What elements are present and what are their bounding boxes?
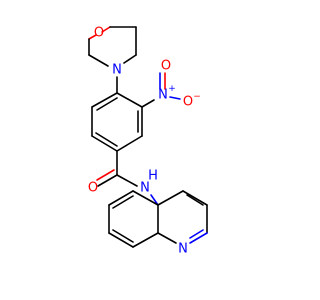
benzene-ring — [91, 92, 143, 152]
morpholine-oxygen-label: O — [94, 26, 104, 41]
quinoline-rings — [108, 190, 208, 248]
bond-q3 — [108, 232, 134, 248]
bond-o-c3 — [88, 34, 97, 40]
nitro-group — [141, 72, 181, 108]
bond-q8-inner — [186, 194, 204, 206]
bond-carbonyl-o — [97, 174, 118, 187]
bond-q5-inner — [112, 195, 134, 209]
bond-q5 — [108, 190, 134, 206]
bond-aryl-nitro — [141, 99, 155, 108]
nitro-oxygen-label-right: O — [183, 95, 193, 110]
bond-b6-b1 — [91, 92, 118, 108]
morpholine-ring — [88, 26, 137, 67]
bond-b1-b2 — [116, 92, 143, 108]
nitro-plus-charge: + — [168, 84, 176, 94]
nitro-nitrogen-label: N — [158, 88, 168, 103]
amide-oxygen-label: O — [88, 181, 98, 196]
molecule-canvas: O N N + O O − O N H N — [88, 26, 208, 257]
nitro-oxygen-label-top: O — [161, 59, 171, 74]
bond-nitro-ominus — [169, 96, 181, 100]
amide-hydrogen-label: H — [148, 169, 158, 184]
bond-q3-inner — [112, 229, 134, 243]
bond-q7 — [157, 190, 184, 206]
bond-b6-b1-inner — [96, 97, 118, 111]
bond-c4-n — [88, 54, 109, 67]
nitro-minus-charge: − — [193, 92, 201, 102]
quinoline-nitrogen-label: N — [178, 242, 188, 257]
amide-nitrogen-label: N — [140, 181, 150, 196]
bond-q10 — [189, 232, 208, 244]
bond-q8 — [182, 190, 208, 206]
bond-q2 — [132, 232, 159, 248]
bond-carbonyl-n — [116, 174, 138, 187]
bond-q10-inner — [189, 229, 204, 239]
bond-b3-b4 — [116, 135, 143, 152]
bond-b4-b5-inner — [95, 132, 118, 147]
bond-o-c1 — [101, 26, 111, 33]
structure-diagram: O N N + O O − O N H N — [88, 26, 208, 257]
bond-c5-n — [123, 54, 137, 64]
bond-q6 — [132, 190, 159, 206]
bond-q11 — [157, 232, 177, 244]
bond-carbonyl-o-double — [96, 169, 115, 181]
amide-group — [96, 150, 159, 206]
morpholine-nitrogen-label: N — [112, 63, 122, 78]
bond-b4-b5 — [91, 135, 118, 152]
bond-n-quinoline — [150, 194, 159, 206]
